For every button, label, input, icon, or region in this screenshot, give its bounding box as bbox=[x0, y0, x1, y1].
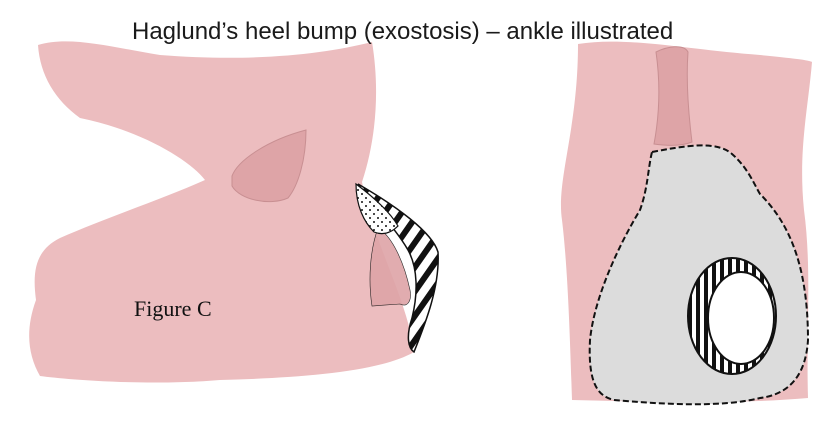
figure-label: Figure C bbox=[134, 296, 212, 322]
page-title: Haglund’s heel bump (exostosis) – ankle … bbox=[0, 18, 814, 46]
right-bursa bbox=[708, 272, 774, 364]
left-foot-shape bbox=[29, 41, 414, 382]
right-tendon bbox=[654, 47, 692, 146]
